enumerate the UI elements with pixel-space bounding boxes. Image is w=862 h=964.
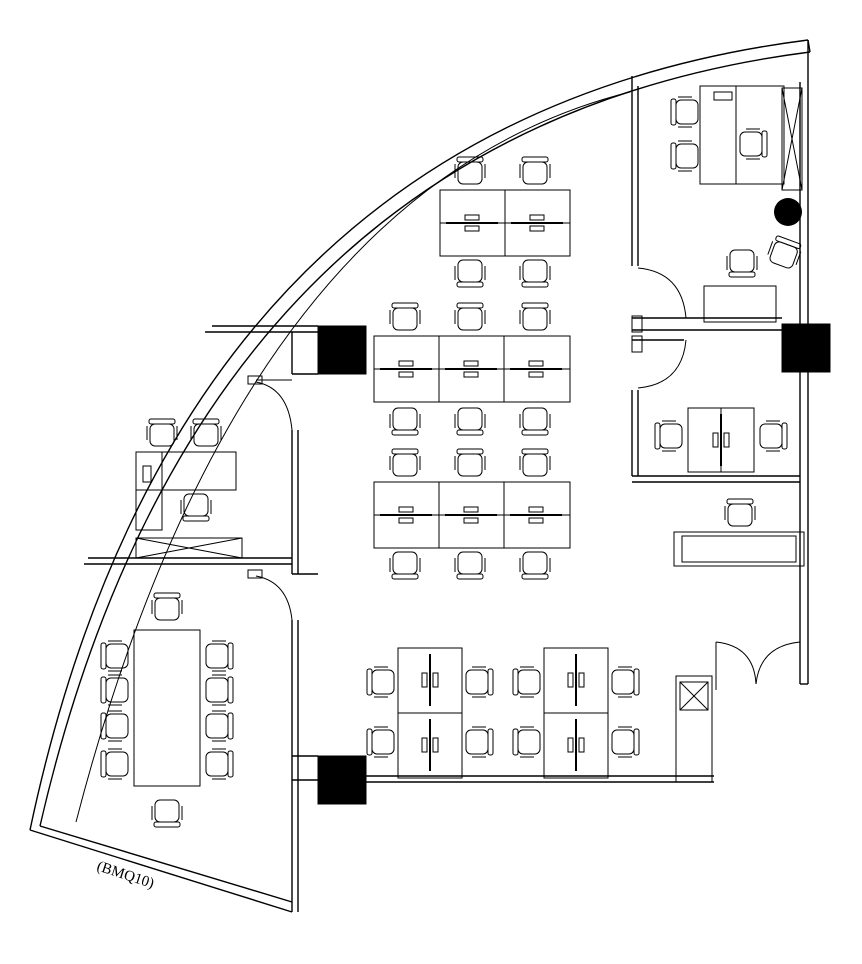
bottom-wall <box>292 755 714 783</box>
desk-monitor <box>445 360 497 378</box>
desk-monitor <box>567 719 585 771</box>
workstation-cluster-bottom-left <box>397 647 463 779</box>
chair <box>739 128 768 160</box>
right-middle-office-door[interactable] <box>631 335 687 389</box>
chair <box>190 418 222 447</box>
chair <box>519 551 551 580</box>
unit-label: (BMQ10) <box>95 859 156 893</box>
chair <box>389 448 421 477</box>
chair <box>454 259 486 288</box>
chair <box>454 302 486 331</box>
left-office-desk <box>135 451 237 531</box>
left-office-walls <box>84 325 318 574</box>
structural-column <box>317 755 367 805</box>
chair <box>100 640 129 672</box>
chair <box>100 710 129 742</box>
structural-column <box>317 325 367 375</box>
bottom-diagonal-wall <box>29 825 293 913</box>
right-upper-office-walls <box>631 76 782 331</box>
chair <box>389 407 421 436</box>
desk-monitor <box>446 214 498 232</box>
chair <box>519 407 551 436</box>
desk-monitor <box>421 719 439 771</box>
desk-monitor <box>510 360 562 378</box>
desk-monitor <box>511 214 563 232</box>
right-upper-office-desk <box>699 85 785 185</box>
chair <box>389 302 421 331</box>
chair <box>670 96 699 128</box>
workstation-cluster-bottom-right <box>543 647 609 779</box>
chair <box>389 551 421 580</box>
chair <box>454 551 486 580</box>
potted-plant <box>774 198 802 226</box>
chair <box>519 448 551 477</box>
entrance-double-door[interactable] <box>715 641 801 690</box>
right-upper-office-cabinet <box>781 87 803 191</box>
reception-counter <box>673 531 805 567</box>
chair <box>519 259 551 288</box>
chair <box>100 674 129 706</box>
chair <box>454 448 486 477</box>
chair <box>519 302 551 331</box>
desk-monitor <box>445 506 497 524</box>
chair <box>726 249 758 278</box>
chair <box>724 498 756 527</box>
chair <box>205 640 234 672</box>
left-office-door[interactable] <box>247 375 293 431</box>
structural-column <box>781 323 831 373</box>
right-middle-office-walls <box>631 339 800 483</box>
chair <box>654 420 683 452</box>
chair <box>512 666 541 698</box>
chair <box>454 156 486 185</box>
chair <box>366 726 395 758</box>
right-upper-office-door[interactable] <box>631 267 687 333</box>
chair <box>611 726 640 758</box>
chair <box>146 418 178 447</box>
chair <box>670 140 699 172</box>
chair <box>151 592 183 621</box>
chair <box>100 748 129 780</box>
desk-monitor <box>380 506 432 524</box>
desk-monitor <box>712 414 730 466</box>
chair <box>205 710 234 742</box>
chair <box>205 674 234 706</box>
chair <box>465 666 494 698</box>
chair <box>151 799 183 828</box>
chair <box>759 420 788 452</box>
desk-monitor <box>380 360 432 378</box>
lounge-sofa <box>703 285 777 323</box>
desk-monitor <box>567 654 585 706</box>
desk-monitor <box>421 654 439 706</box>
chair <box>611 666 640 698</box>
chair <box>465 726 494 758</box>
chair <box>366 666 395 698</box>
chair <box>519 156 551 185</box>
chair <box>205 748 234 780</box>
chair <box>180 493 212 522</box>
meeting-room-walls <box>291 573 318 912</box>
chairs <box>100 96 802 828</box>
desk-fixtures <box>380 214 730 771</box>
service-cabinet <box>675 675 713 783</box>
chair <box>512 726 541 758</box>
chair <box>454 407 486 436</box>
meeting-room-door[interactable] <box>247 569 293 621</box>
chair <box>767 235 802 269</box>
desk-monitor <box>510 506 562 524</box>
left-office-storage <box>135 537 243 559</box>
conference-table <box>133 629 201 787</box>
